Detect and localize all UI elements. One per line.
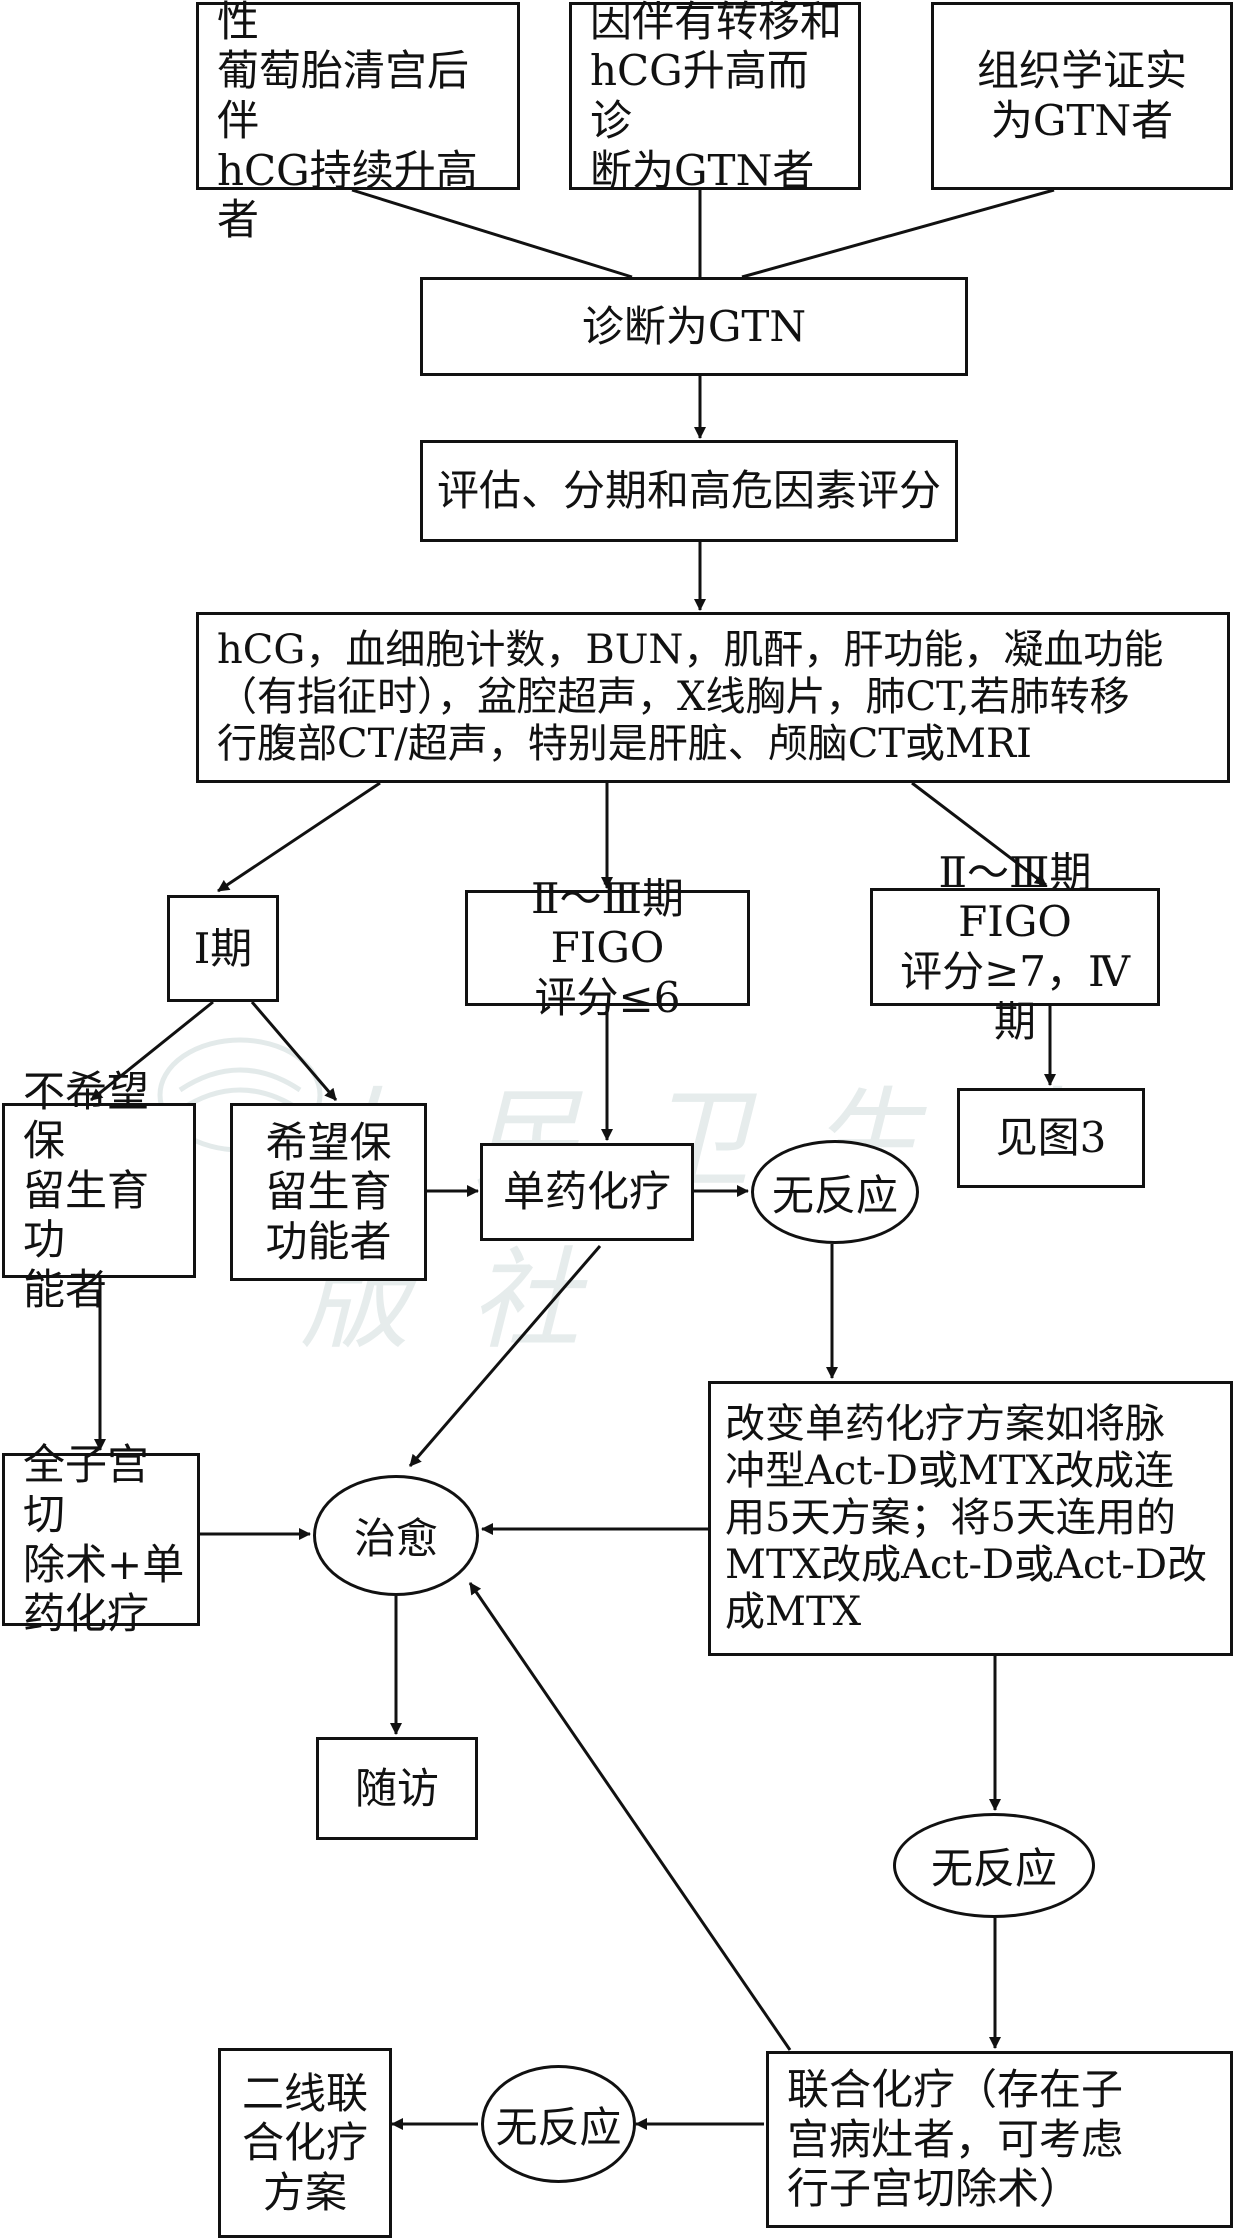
diagnosis-gtn-box: 诊断为GTN (420, 277, 968, 376)
arrow-stage1-nofertility (90, 1000, 214, 1102)
stage-2-3-high-risk-box: Ⅱ～Ⅲ期FIGO 评分≥7，Ⅳ期 (870, 848, 1160, 1046)
no-response-oval-3: 无反应 (481, 2065, 636, 2183)
single-agent-chemo-box: 单药化疗 (480, 1143, 694, 1241)
connector-entry3-diagnosis (741, 188, 1055, 279)
assessment-staging-box: 评估、分期和高危因素评分 (420, 440, 958, 542)
see-figure-3-box: 见图3 (957, 1088, 1145, 1188)
entry-histology-confirmed: 组织学证实 为GTN者 (931, 2, 1233, 190)
workup-tests-box: hCG，血细胞计数，BUN，肌酐，肝功能，凝血功能 （有指征时），盆腔超声，X线… (196, 612, 1230, 783)
combination-chemo-box: 联合化疗（存在子 宫病灶者，可考虑 行子宫切除术） (766, 2051, 1233, 2228)
second-line-combination-box: 二线联 合化疗 方案 (218, 2048, 392, 2238)
stage-2-3-low-risk-box: Ⅱ～Ⅲ期FIGO 评分≤6 (465, 874, 750, 1022)
no-response-oval-1: 无反应 (751, 1140, 919, 1244)
fertility-preservation-box: 希望保 留生育 功能者 (230, 1103, 427, 1281)
cure-oval: 治愈 (313, 1475, 479, 1596)
entry-molar-pregnancy-hcg-rise: 完全性或部分性 葡萄胎清宫后伴 hCG持续升高者 (196, 0, 520, 244)
connector-entry1-diagnosis (351, 188, 633, 279)
hysterectomy-plus-chemo-box: 全子宫切 除术+单 药化疗 (2, 1440, 200, 1638)
arrow-workup-stage1 (217, 781, 381, 893)
arrow-singlechemo-cure (408, 1245, 602, 1467)
no-response-oval-2: 无反应 (893, 1813, 1095, 1918)
stage-1-box: Ⅰ期 (167, 895, 279, 1002)
arrow-workup-stage23high (911, 781, 1047, 887)
arrow-combo-cure (468, 1582, 792, 2051)
entry-metastasis-hcg-diagnosis: 因伴有转移和 hCG升高而诊 断为GTN者 (569, 0, 861, 195)
change-single-agent-regimen-box: 改变单药化疗方案如将脉 冲型Act-D或MTX改成连 用5天方案；将5天连用的 … (708, 1381, 1233, 1656)
no-fertility-preservation-box: 不希望保 留生育功 能者 (2, 1067, 196, 1314)
follow-up-box: 随访 (316, 1737, 478, 1840)
arrow-stage1-fertility (250, 1001, 338, 1101)
